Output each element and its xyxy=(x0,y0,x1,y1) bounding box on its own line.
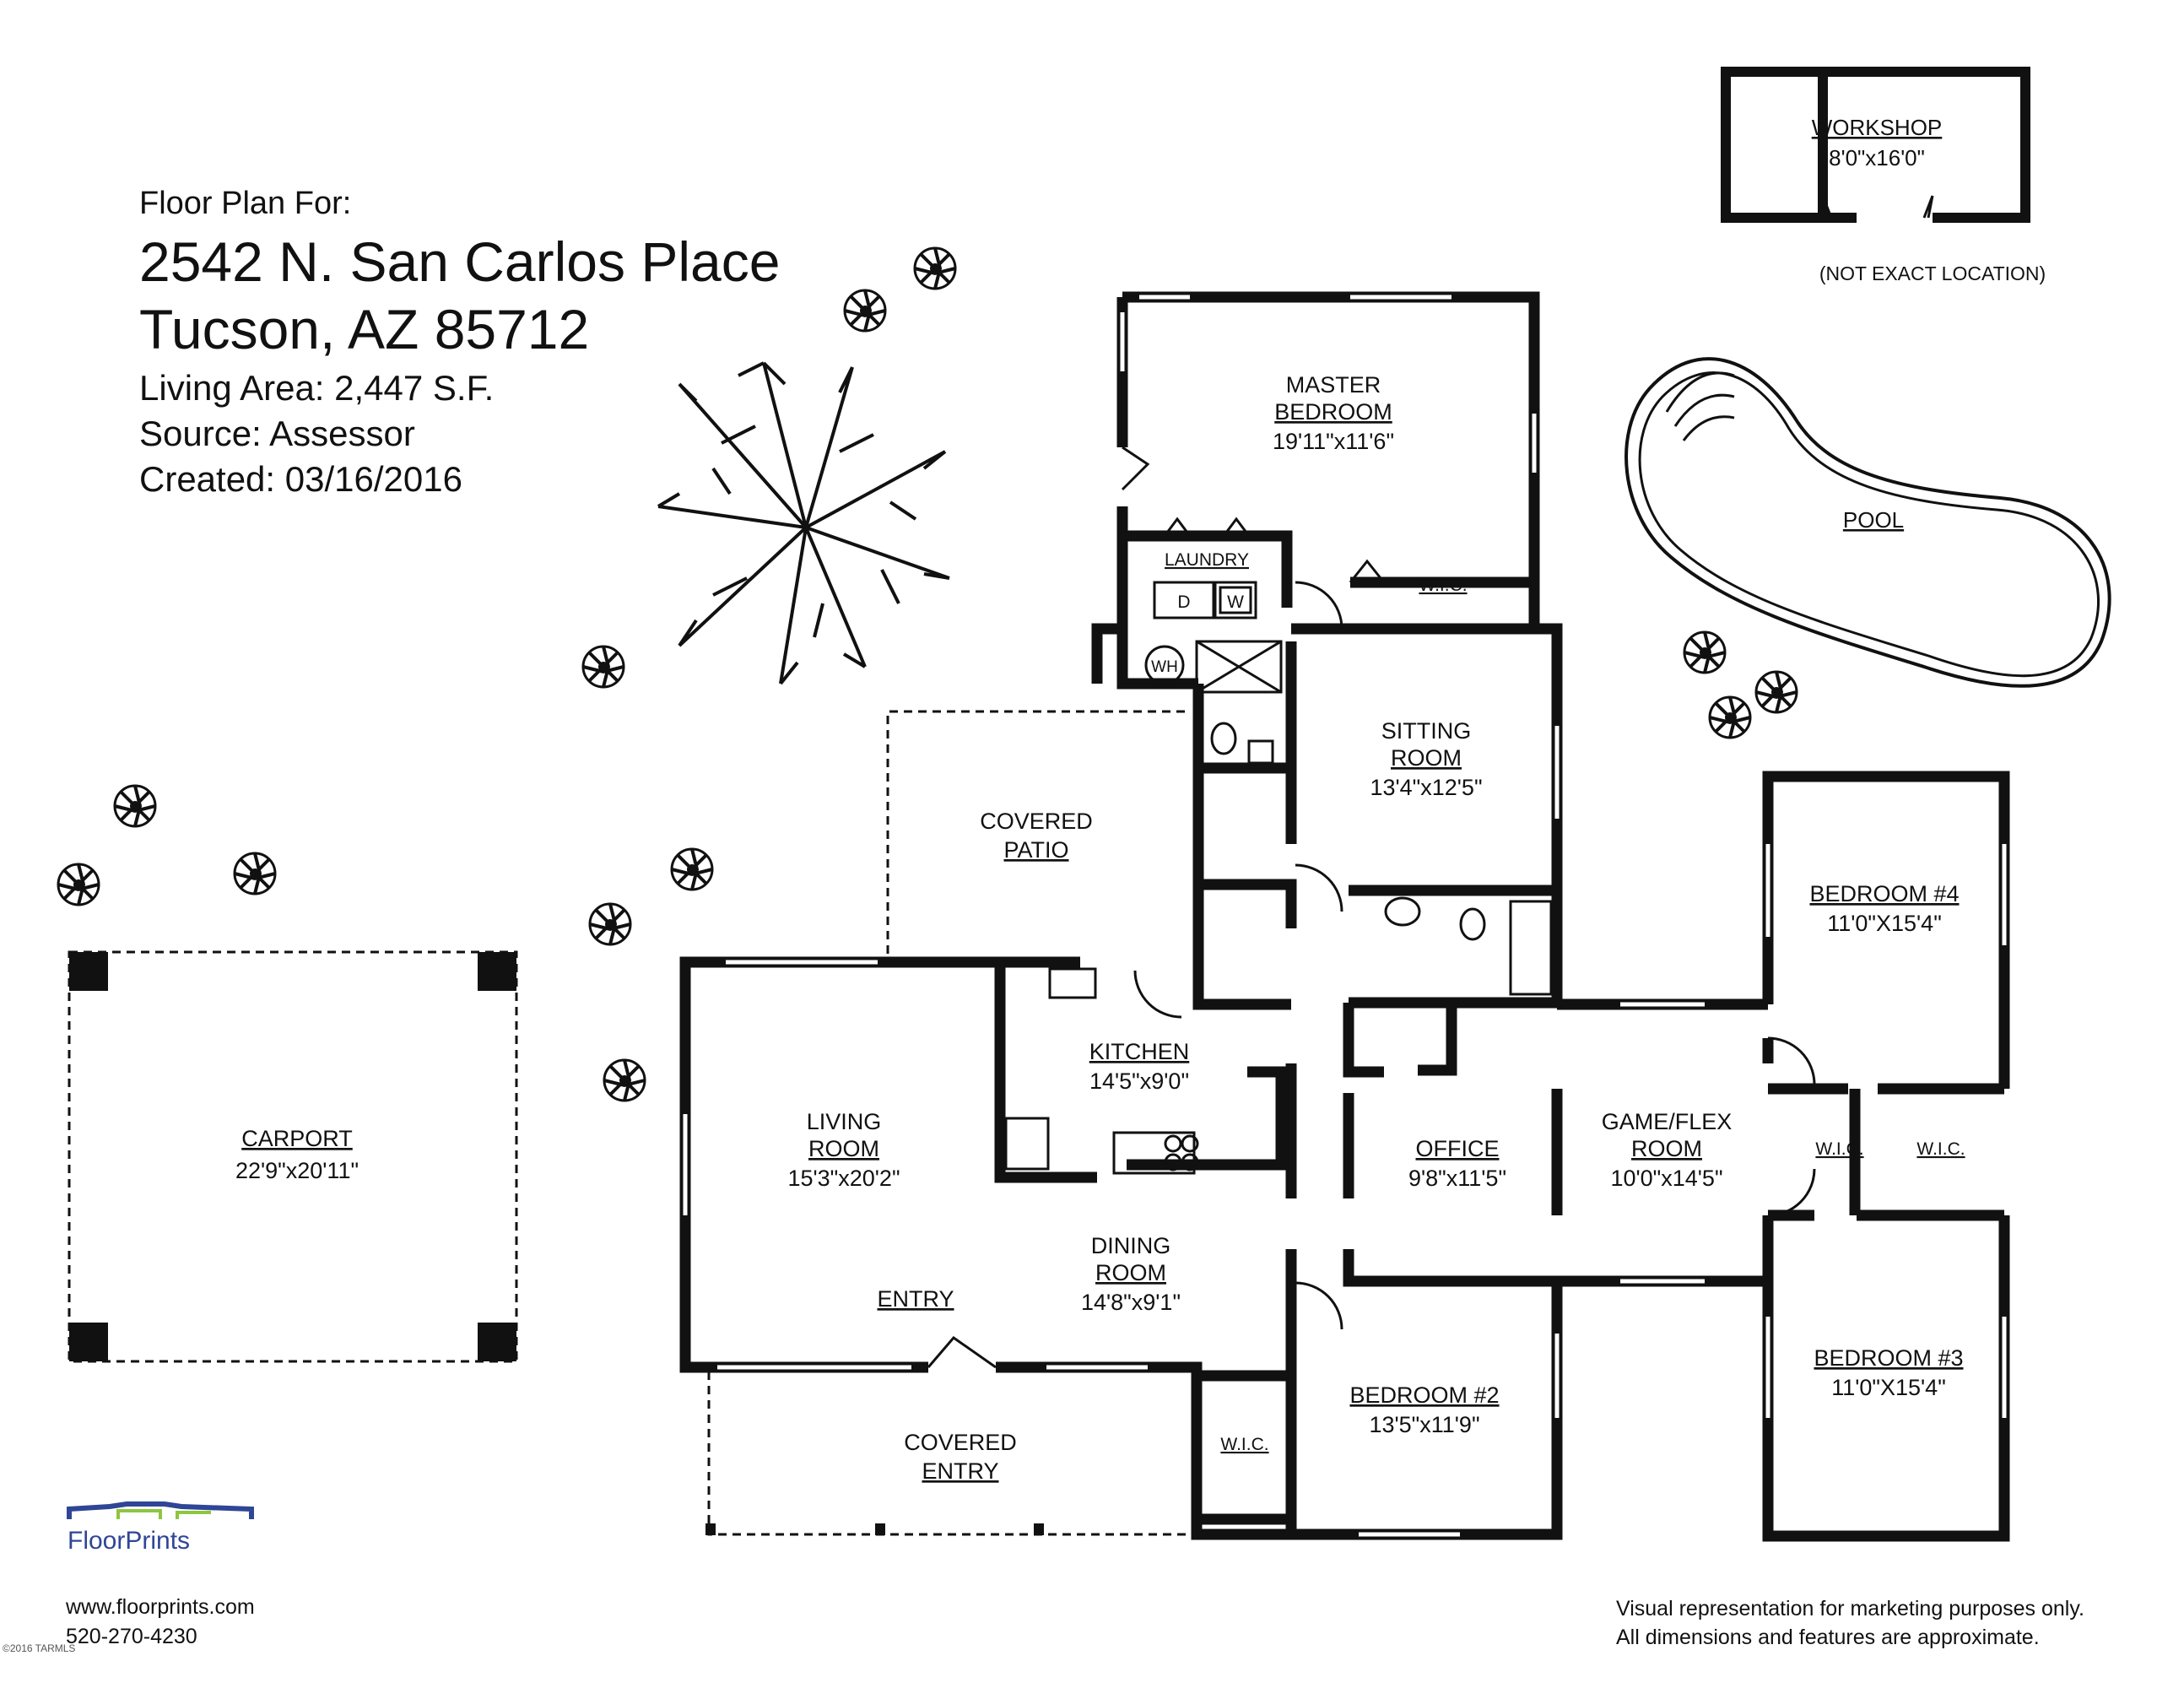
covered-entry-name1: COVERED xyxy=(904,1430,1017,1455)
bedroom2-dims: 13'5"x11'9" xyxy=(1369,1412,1479,1437)
website: www.floorprints.com xyxy=(65,1595,255,1619)
bush-icon xyxy=(1708,695,1752,739)
office-name: OFFICE xyxy=(1416,1136,1500,1161)
carport-name: CARPORT xyxy=(241,1126,353,1151)
living-room-name1: LIVING xyxy=(807,1109,882,1134)
game-flex-name1: GAME/FLEX xyxy=(1602,1109,1733,1134)
entry-name: ENTRY xyxy=(877,1286,954,1312)
workshop-name: WORKSHOP xyxy=(1812,115,1943,140)
bedroom2-name: BEDROOM #2 xyxy=(1349,1382,1499,1408)
game-flex-name2: ROOM xyxy=(1631,1136,1702,1161)
address-line1: 2542 N. San Carlos Place xyxy=(139,230,781,293)
bush-icon xyxy=(1754,670,1798,714)
bush-icon xyxy=(588,902,632,946)
covered-patio-name2: PATIO xyxy=(1003,837,1068,863)
floor-plan-label: Floor Plan For: xyxy=(139,186,352,221)
bedroom3-dims: 11'0"X15'4" xyxy=(1831,1375,1946,1400)
living-room-name2: ROOM xyxy=(808,1136,879,1161)
covered-entry-name2: ENTRY xyxy=(922,1458,998,1484)
source: Source: Assessor xyxy=(139,414,415,453)
room-labels: MASTER BEDROOM 19'11"x11'6" LAUNDRY D W … xyxy=(787,372,1965,1454)
bush-icon xyxy=(670,847,714,891)
wic-b4-name: W.I.C. xyxy=(1815,1139,1863,1159)
bush-icon xyxy=(913,246,957,290)
master-bedroom-dims: 19'11"x11'6" xyxy=(1273,429,1394,454)
pool: POOL xyxy=(1624,357,2111,688)
bush-icon xyxy=(603,1058,646,1102)
water-heater-label: WH xyxy=(1151,658,1178,676)
bedroom4-name: BEDROOM #4 xyxy=(1809,881,1959,906)
disclaimer-line1: Visual representation for marketing purp… xyxy=(1616,1597,2084,1620)
wic-b2-name: W.I.C. xyxy=(1220,1435,1268,1454)
bedroom4-dims: 11'0"X15'4" xyxy=(1827,911,1942,936)
covered-entry: COVERED ENTRY xyxy=(705,1372,1197,1536)
game-flex-dims: 10'0"x14'5" xyxy=(1610,1166,1722,1191)
created-date: Created: 03/16/2016 xyxy=(139,459,462,499)
laundry-name: LAUNDRY xyxy=(1165,550,1249,570)
living-area: Living Area: 2,447 S.F. xyxy=(139,368,495,408)
sitting-room-name2: ROOM xyxy=(1391,745,1462,771)
office-dims: 9'8"x11'5" xyxy=(1408,1166,1506,1191)
logo-text: FloorPrints xyxy=(68,1527,190,1555)
copyright: ©2016 TARMLS xyxy=(3,1642,75,1654)
floorprints-logo: FloorPrints www.floorprints.com 520-270-… xyxy=(3,1501,255,1654)
bush-icon xyxy=(57,863,100,906)
tree-icon xyxy=(657,361,950,685)
living-room-dims: 15'3"x20'2" xyxy=(787,1166,900,1191)
carport: CARPORT 22'9"x20'11" xyxy=(68,950,518,1363)
carport-dims: 22'9"x20'11" xyxy=(235,1158,359,1183)
house-walls xyxy=(679,291,2010,1542)
windows xyxy=(683,295,2007,1537)
bush-icon xyxy=(581,645,625,689)
covered-patio: COVERED PATIO xyxy=(886,710,1190,954)
workshop: WORKSHOP 8'0"x16'0" (NOT EXACT LOCATION) xyxy=(1721,67,2046,284)
wic-master-name: W.I.C. xyxy=(1419,576,1467,595)
master-bedroom-name2: BEDROOM xyxy=(1274,399,1392,425)
workshop-dims: 8'0"x16'0" xyxy=(1829,145,1925,170)
bush-icon xyxy=(843,289,887,333)
kitchen-name: KITCHEN xyxy=(1089,1039,1190,1064)
address-line2: Tucson, AZ 85712 xyxy=(139,298,590,360)
dining-room-name2: ROOM xyxy=(1095,1260,1166,1285)
covered-patio-name1: COVERED xyxy=(980,809,1093,834)
disclaimer-line2: All dimensions and features are approxim… xyxy=(1616,1626,2040,1649)
workshop-note: (NOT EXACT LOCATION) xyxy=(1819,262,2046,284)
phone: 520-270-4230 xyxy=(66,1625,197,1648)
sitting-room-dims: 13'4"x12'5" xyxy=(1370,775,1482,800)
bedroom3-name: BEDROOM #3 xyxy=(1814,1345,1963,1371)
dryer-label: D xyxy=(1177,592,1190,612)
doors xyxy=(927,446,1816,1369)
dining-room-dims: 14'8"x9'1" xyxy=(1081,1290,1181,1315)
washer-label: W xyxy=(1227,592,1244,612)
pool-name: POOL xyxy=(1843,507,1904,533)
bush-icon xyxy=(233,852,277,895)
fixtures xyxy=(1004,581,1553,1175)
bush-icon xyxy=(113,784,157,828)
sitting-room-name1: SITTING xyxy=(1381,718,1472,744)
kitchen-dims: 14'5"x9'0" xyxy=(1089,1069,1189,1094)
bush-icon xyxy=(1683,630,1727,674)
dining-room-name1: DINING xyxy=(1091,1233,1171,1258)
wic-b3-name: W.I.C. xyxy=(1916,1139,1965,1159)
master-bedroom-name1: MASTER xyxy=(1286,372,1381,398)
